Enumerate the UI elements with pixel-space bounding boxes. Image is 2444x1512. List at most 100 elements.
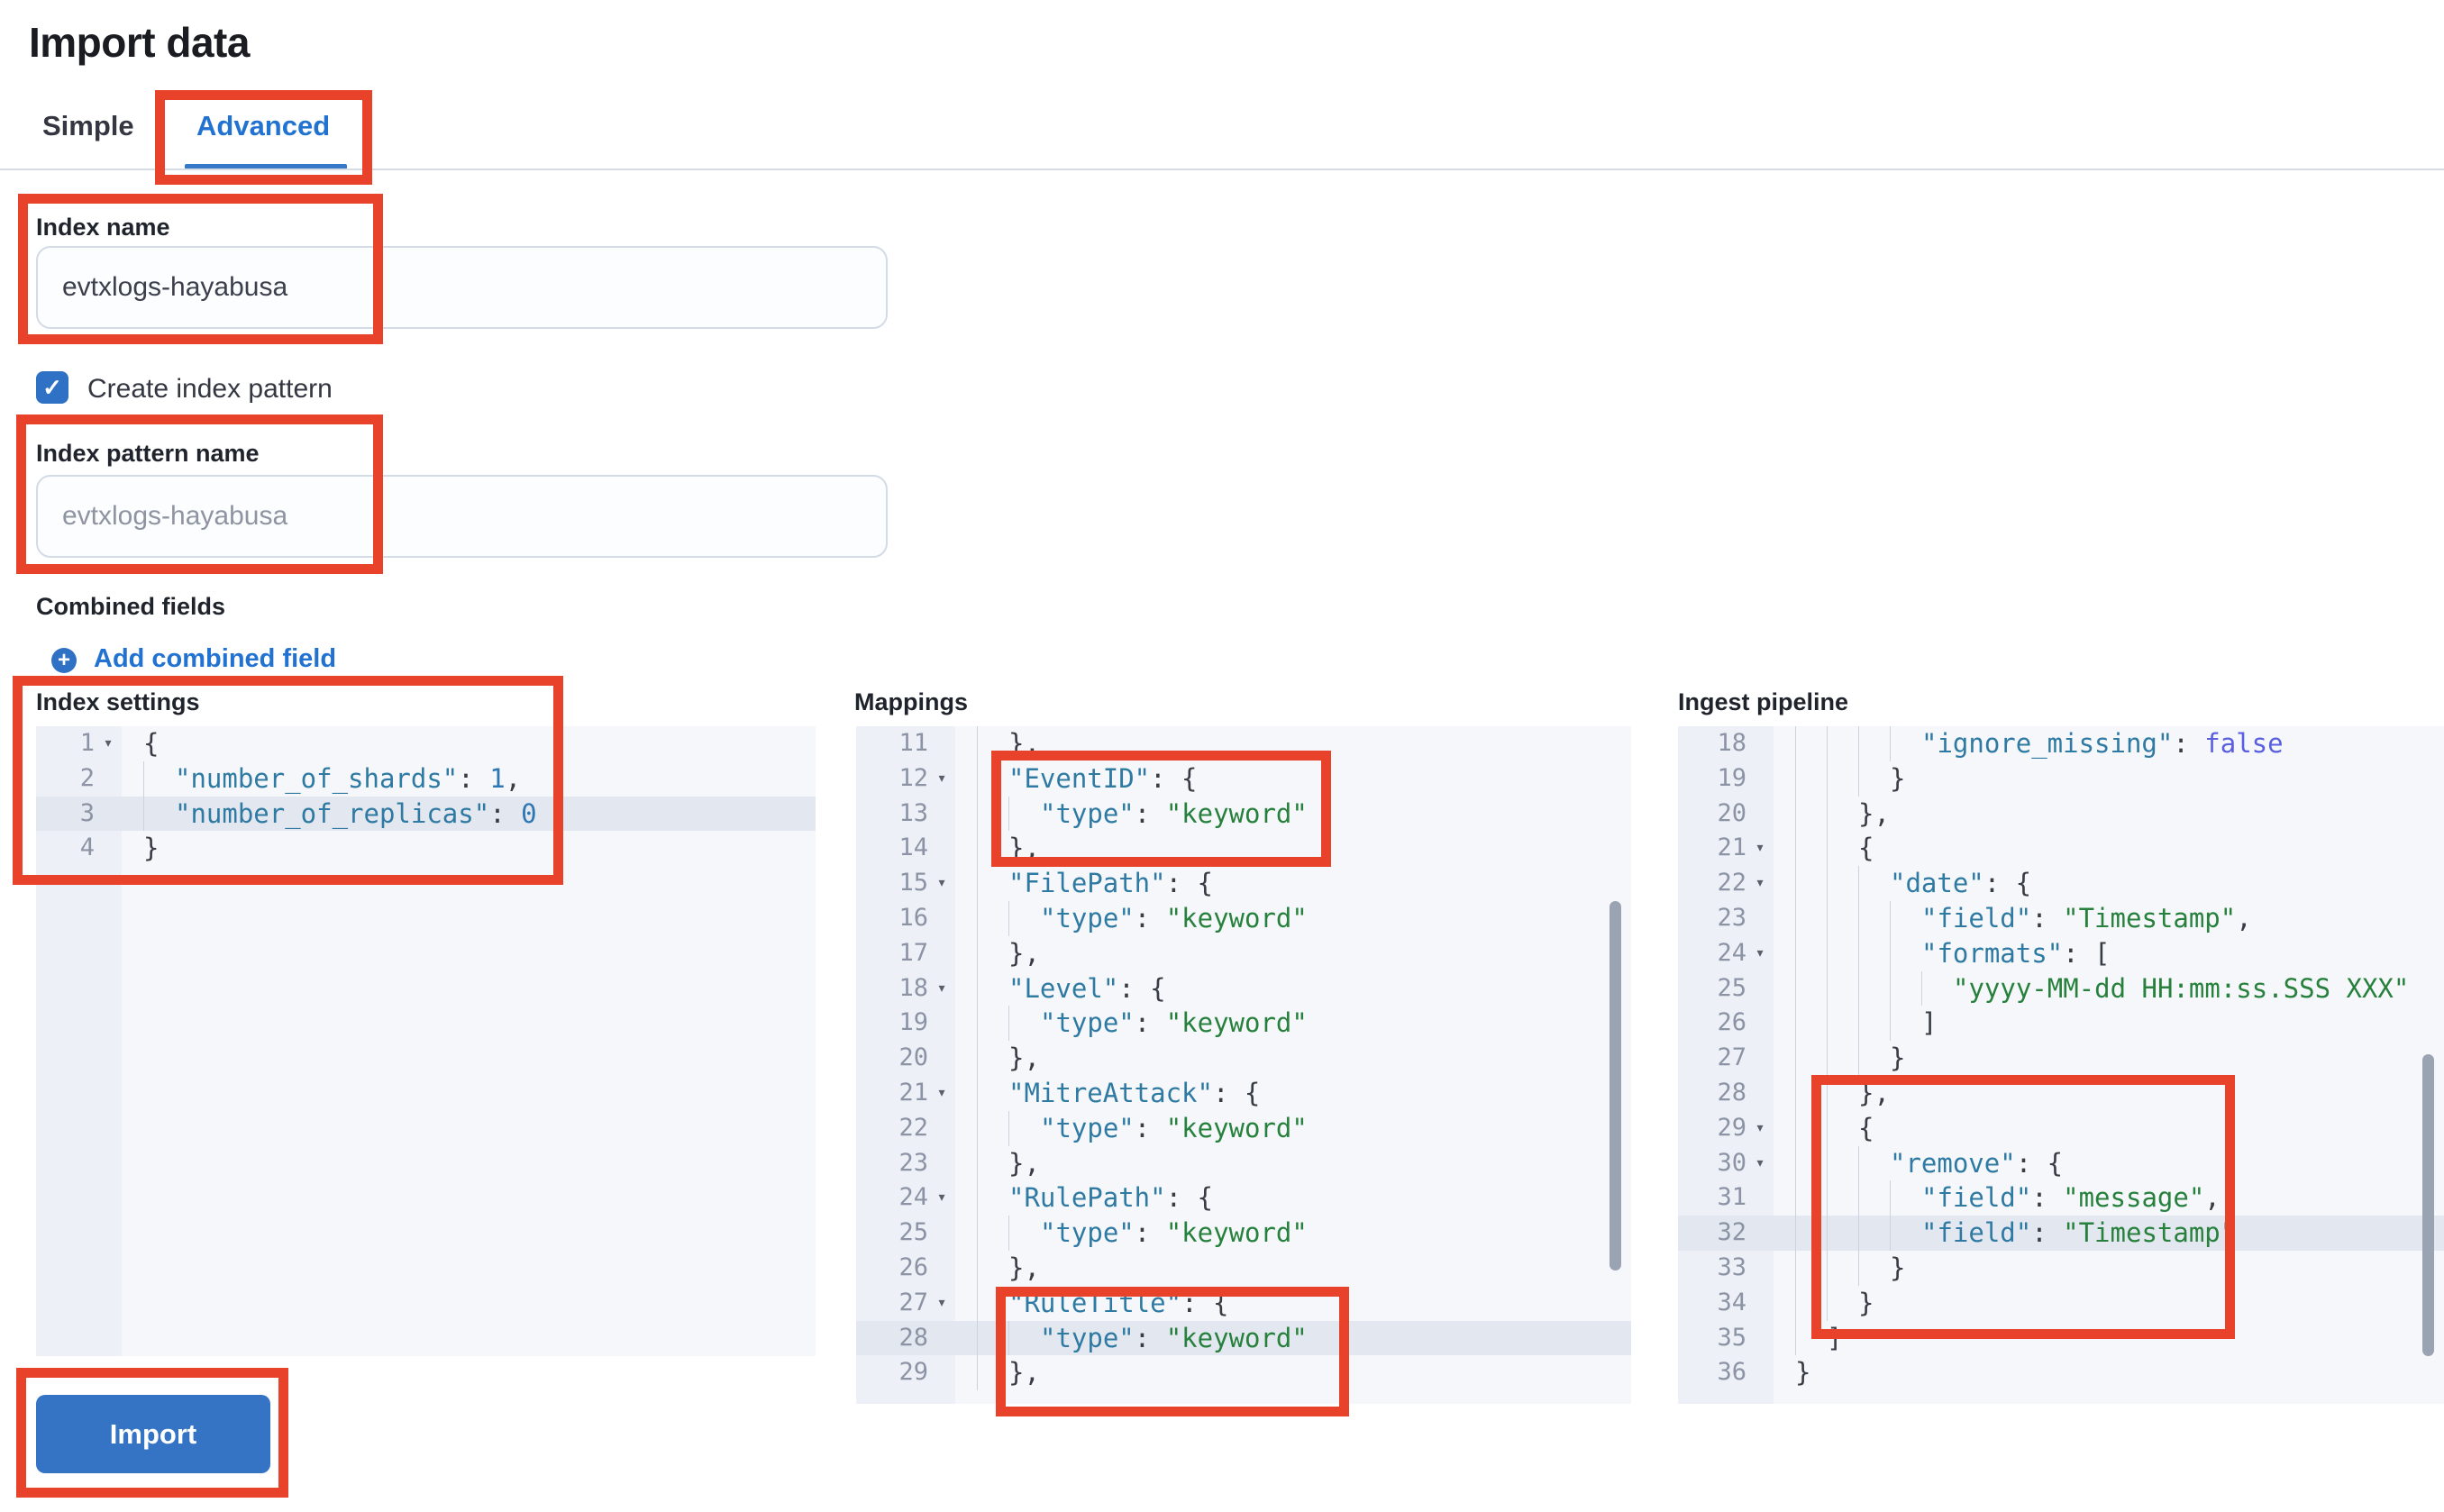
fold-toggle-icon[interactable]: ▾ xyxy=(936,1292,947,1312)
tabs-divider xyxy=(0,169,2444,170)
indent-guide xyxy=(1795,1041,1827,1076)
code-line[interactable]: 27▾"RuleTitle": { xyxy=(856,1285,1631,1321)
fold-toggle-icon[interactable]: ▾ xyxy=(936,873,947,893)
fold-spacer xyxy=(928,1321,955,1356)
fold-toggle-icon[interactable]: ▾ xyxy=(936,978,947,997)
index-pattern-name-label: Index pattern name xyxy=(36,440,260,467)
line-number: 21 xyxy=(1717,833,1746,862)
code-line[interactable]: 18▾"Level": { xyxy=(856,970,1631,1006)
fold-toggle-icon[interactable]: ▾ xyxy=(1755,873,1765,893)
indent-guide xyxy=(977,1180,1008,1216)
code-line[interactable]: 25"type": "keyword" xyxy=(856,1216,1631,1251)
code-line[interactable]: 29▾{ xyxy=(1678,1110,2444,1146)
line-number: 26 xyxy=(1717,1008,1746,1037)
create-index-pattern-checkbox[interactable]: ✓ xyxy=(36,371,68,404)
index-settings-editor[interactable]: 1▾{2"number_of_shards": 1,3"number_of_re… xyxy=(36,726,816,1356)
code-line[interactable]: 31"field": "message", xyxy=(1678,1180,2444,1216)
code-line[interactable]: 29}, xyxy=(856,1355,1631,1391)
code-content: "field": "message", xyxy=(1774,1180,2444,1216)
code-line[interactable]: 17}, xyxy=(856,935,1631,971)
fold-toggle-icon[interactable]: ▾ xyxy=(1755,943,1765,962)
line-number: 1 xyxy=(79,729,95,757)
code-line[interactable]: 26}, xyxy=(856,1250,1631,1286)
indent-guide xyxy=(1827,831,1858,867)
code-line[interactable]: 24▾"formats": [ xyxy=(1678,935,2444,971)
code-content: } xyxy=(143,833,160,864)
indent-guide xyxy=(1921,970,1953,1006)
indent-guide xyxy=(143,796,175,832)
code-line[interactable]: 30▾"remove": { xyxy=(1678,1145,2444,1181)
code-line[interactable]: 3"number_of_replicas": 0 xyxy=(36,796,816,832)
line-number: 2 xyxy=(79,763,95,792)
fold-spacer xyxy=(1746,761,1774,797)
line-number: 34 xyxy=(1717,1288,1746,1316)
code-line[interactable]: 24▾"RulePath": { xyxy=(856,1180,1631,1216)
code-line[interactable]: 1▾{ xyxy=(36,726,816,761)
code-line[interactable]: 21▾{ xyxy=(1678,831,2444,867)
indent-guide xyxy=(1827,1041,1858,1076)
tab-advanced[interactable]: Advanced xyxy=(196,110,331,141)
code-line[interactable]: 35] xyxy=(1678,1320,2444,1356)
indent-guide xyxy=(1827,761,1858,797)
mappings-editor[interactable]: 11},12▾"EventID": {13"type": "keyword"14… xyxy=(856,726,1631,1404)
fold-toggle-icon[interactable]: ▾ xyxy=(1755,838,1765,858)
add-combined-field-link[interactable]: Add combined field xyxy=(94,644,337,673)
mappings-scrollbar-thumb[interactable] xyxy=(1610,901,1621,1271)
code-line[interactable]: 23"field": "Timestamp", xyxy=(1678,900,2444,936)
line-number: 22 xyxy=(1717,869,1746,897)
code-line[interactable]: 23}, xyxy=(856,1145,1631,1181)
fold-spacer xyxy=(928,797,955,832)
code-line[interactable]: 20}, xyxy=(856,1041,1631,1076)
code-line[interactable]: 19"type": "keyword" xyxy=(856,1006,1631,1042)
indent-guide xyxy=(1827,1110,1858,1146)
line-number: 18 xyxy=(1717,729,1746,757)
code-content: "number_of_replicas": 0 xyxy=(122,796,816,832)
fold-spacer xyxy=(95,761,122,797)
index-pattern-name-input[interactable] xyxy=(36,475,888,558)
code-line[interactable]: 18"ignore_missing": false xyxy=(1678,726,2444,761)
code-line[interactable]: 2"number_of_shards": 1, xyxy=(36,761,816,797)
import-button[interactable]: Import xyxy=(36,1395,270,1473)
code-line[interactable]: 4} xyxy=(36,831,816,866)
code-line[interactable]: 13"type": "keyword" xyxy=(856,796,1631,832)
code-line[interactable]: 16"type": "keyword" xyxy=(856,900,1631,936)
code-line[interactable]: 11}, xyxy=(856,726,1631,761)
fold-toggle-icon[interactable]: ▾ xyxy=(936,768,947,788)
code-line[interactable]: 12▾"EventID": { xyxy=(856,761,1631,797)
fold-toggle-icon[interactable]: ▾ xyxy=(1755,1117,1765,1137)
code-content: "type": "keyword" xyxy=(955,1216,1631,1251)
indent-guide xyxy=(1795,866,1827,901)
code-line[interactable]: 19} xyxy=(1678,761,2444,797)
fold-toggle-icon[interactable]: ▾ xyxy=(103,733,114,752)
code-line[interactable]: 25"yyyy-MM-dd HH:mm:ss.SSS XXX" xyxy=(1678,970,2444,1006)
code-line[interactable]: 34} xyxy=(1678,1285,2444,1321)
code-line[interactable]: 22"type": "keyword" xyxy=(856,1110,1631,1146)
code-line[interactable]: 15▾"FilePath": { xyxy=(856,866,1631,901)
code-line[interactable]: 20}, xyxy=(1678,796,2444,832)
code-line[interactable]: 22▾"date": { xyxy=(1678,866,2444,901)
fold-toggle-icon[interactable]: ▾ xyxy=(936,1082,947,1102)
code-line[interactable]: 14}, xyxy=(856,831,1631,867)
code-line[interactable]: 21▾"MitreAttack": { xyxy=(856,1075,1631,1111)
plus-icon: + xyxy=(51,648,77,673)
indent-guide xyxy=(977,866,1008,901)
fold-toggle-icon[interactable]: ▾ xyxy=(1755,1152,1765,1172)
code-line[interactable]: 33} xyxy=(1678,1250,2444,1286)
code-line[interactable]: 36} xyxy=(1678,1355,2444,1390)
tab-simple[interactable]: Simple xyxy=(42,110,134,141)
combined-fields-label: Combined fields xyxy=(36,593,226,620)
code-line[interactable]: 27} xyxy=(1678,1041,2444,1076)
code-line[interactable]: 28}, xyxy=(1678,1075,2444,1111)
code-line[interactable]: 26] xyxy=(1678,1006,2444,1042)
code-line[interactable]: 28"type": "keyword" xyxy=(856,1320,1631,1356)
code-line[interactable]: 32"field": "Timestamp" xyxy=(1678,1216,2444,1251)
fold-toggle-icon[interactable]: ▾ xyxy=(936,1188,947,1207)
code-content: "Level": { xyxy=(955,970,1631,1006)
line-number: 33 xyxy=(1717,1252,1746,1281)
index-name-input[interactable] xyxy=(36,246,888,329)
code-content: }, xyxy=(1774,1075,2444,1111)
ingest-pipeline-scrollbar-thumb[interactable] xyxy=(2422,1054,2434,1356)
index-settings-label: Index settings xyxy=(36,688,200,715)
